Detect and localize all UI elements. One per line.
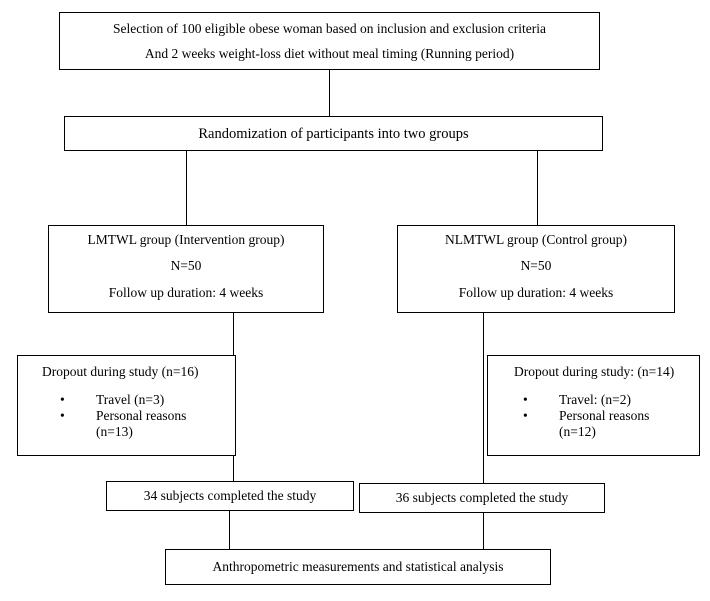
bullet-icon: • — [60, 408, 65, 423]
left-dropout-box: Dropout during study (n=16) •Travel (n=3… — [17, 355, 236, 456]
randomization-box: Randomization of participants into two g… — [64, 116, 603, 151]
final-analysis-label: Anthropometric measurements and statisti… — [212, 559, 504, 574]
left-dropout-title: Dropout during study (n=16) — [42, 364, 199, 379]
selection-line-1: Selection of 100 eligible obese woman ba… — [112, 21, 546, 36]
list-item: •Travel (n=3) — [60, 392, 165, 407]
selection-line-2: And 2 weeks weight-loss diet without mea… — [144, 46, 515, 61]
list-item: •Personal reasons — [523, 408, 650, 423]
final-analysis-box: Anthropometric measurements and statisti… — [165, 549, 551, 585]
right-group-title: NLMTWL group (Control group) — [444, 232, 628, 247]
right-group-n: N=50 — [520, 258, 552, 273]
right-dropout-title: Dropout during study: (n=14) — [514, 364, 675, 379]
left-group-box: LMTWL group (Intervention group) N=50 Fo… — [48, 225, 324, 313]
connector-left-completed-final — [229, 510, 230, 550]
left-group-n: N=50 — [170, 258, 202, 273]
bullet-icon: • — [523, 392, 528, 407]
list-item-continuation: (n=12) — [559, 424, 596, 439]
list-item: •Personal reasons — [60, 408, 187, 423]
bullet-icon: • — [523, 408, 528, 423]
connector-right-group-completed — [483, 312, 484, 484]
list-item-continuation: (n=13) — [96, 424, 133, 439]
right-group-follow-up: Follow up duration: 4 weeks — [458, 285, 614, 300]
bullet-icon: • — [60, 392, 65, 407]
left-dropout-list: •Travel (n=3) •Personal reasons (n=13) — [60, 392, 186, 440]
left-completed-label: 34 subjects completed the study — [143, 488, 317, 503]
right-completed-label: 36 subjects completed the study — [395, 490, 569, 505]
connector-randomization-right-group — [537, 150, 538, 226]
list-item: •Travel: (n=2) — [523, 392, 631, 407]
selection-box: Selection of 100 eligible obese woman ba… — [59, 12, 600, 70]
right-group-box: NLMTWL group (Control group) N=50 Follow… — [397, 225, 675, 313]
connector-randomization-left-group — [186, 150, 187, 226]
connector-right-completed-final — [483, 512, 484, 550]
randomization-label: Randomization of participants into two g… — [198, 126, 469, 142]
left-group-follow-up: Follow up duration: 4 weeks — [108, 285, 264, 300]
right-dropout-list: •Travel: (n=2) •Personal reasons (n=12) — [523, 392, 649, 440]
right-completed-box: 36 subjects completed the study — [359, 483, 605, 513]
left-group-title: LMTWL group (Intervention group) — [87, 232, 285, 247]
connector-selection-randomization — [329, 69, 330, 117]
left-completed-box: 34 subjects completed the study — [106, 481, 354, 511]
right-dropout-box: Dropout during study: (n=14) •Travel: (n… — [487, 355, 700, 456]
